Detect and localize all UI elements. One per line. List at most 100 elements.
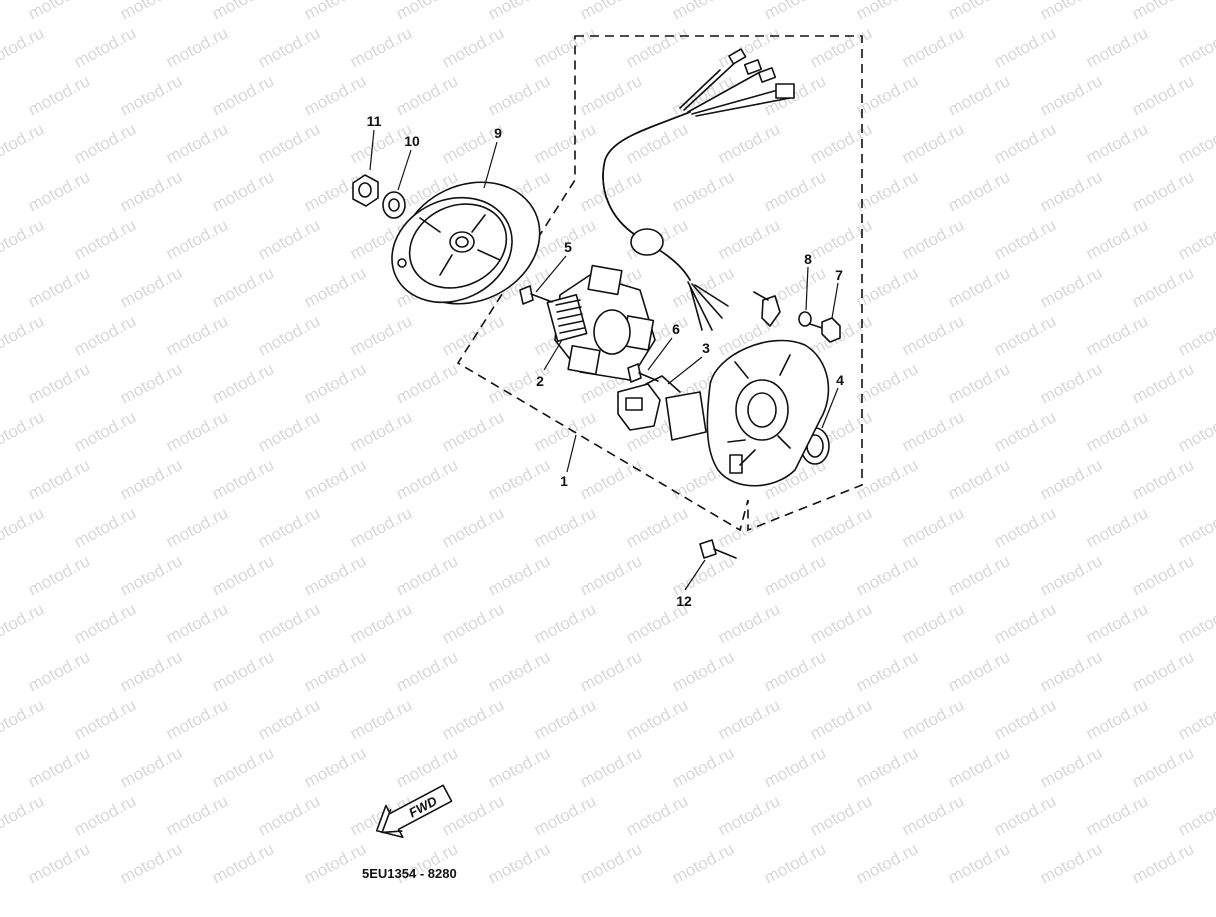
watermark-text: motod.ru [0,167,1,215]
callout-10: 10 [404,133,420,149]
watermark-text: motod.ru [209,839,277,887]
watermark-text: motod.ru [577,839,645,887]
watermark-text: motod.ru [899,791,967,839]
watermark-text: motod.ru [347,311,415,359]
watermark-text: motod.ru [1129,0,1197,24]
watermark-text: motod.ru [117,263,185,311]
watermark-text: motod.ru [1037,647,1105,695]
washer [382,191,406,219]
watermark-text: motod.ru [1129,263,1197,311]
watermark-text: motod.ru [531,791,599,839]
watermark-text: motod.ru [807,503,875,551]
watermark-text: motod.ru [669,839,737,887]
watermark-text: motod.ru [439,503,507,551]
watermark-text: motod.ru [25,839,93,887]
watermark-text: motod.ru [899,23,967,71]
watermark-text: motod.ru [853,455,921,503]
watermark-text: motod.ru [209,71,277,119]
watermark-text: motod.ru [255,23,323,71]
watermark-text: motod.ru [715,791,783,839]
watermark-text: motod.ru [439,23,507,71]
watermark-text: motod.ru [485,839,553,887]
watermark-text: motod.ru [485,551,553,599]
watermark-text: motod.ru [577,647,645,695]
callout-3: 3 [702,340,710,356]
watermark-text: motod.ru [71,791,139,839]
watermark-text: motod.ru [1037,71,1105,119]
watermark-text: motod.ru [761,167,829,215]
watermark-text: motod.ru [1083,215,1151,263]
screw-5 [519,285,553,305]
watermark-text: motod.ru [209,167,277,215]
watermark-text: motod.ru [439,695,507,743]
watermark-text: motod.ru [669,167,737,215]
watermark-text: motod.ru [991,695,1059,743]
watermark-text: motod.ru [669,647,737,695]
callout-7: 7 [835,267,843,283]
watermark-text: motod.ru [991,407,1059,455]
watermark-text: motod.ru [1129,455,1197,503]
watermark-text: motod.ru [0,0,1,24]
watermark-text: motod.ru [301,263,369,311]
watermark-text: motod.ru [25,647,93,695]
watermark-text: motod.ru [531,407,599,455]
watermark-text: motod.ru [1037,167,1105,215]
watermark-text: motod.ru [163,215,231,263]
wire-clamp [753,291,781,327]
watermark-text: motod.ru [209,551,277,599]
watermark-text: motod.ru [991,215,1059,263]
watermark-text: motod.ru [1129,839,1197,887]
watermark-text: motod.ru [669,71,737,119]
flywheel-rotor [391,181,541,305]
watermark-text: motod.ru [899,311,967,359]
watermark-text: motod.ru [945,455,1013,503]
watermark-text: motod.ru [991,599,1059,647]
watermark-text: motod.ru [393,71,461,119]
screw-12 [699,539,737,559]
watermark-text: motod.ru [301,647,369,695]
stator-base-plate [706,339,830,487]
watermark-text: motod.ru [1037,263,1105,311]
watermark-text: motod.ru [25,71,93,119]
watermark-text: motod.ru [623,119,691,167]
watermark-text: motod.ru [71,599,139,647]
watermark-text: motod.ru [393,743,461,791]
watermark-text: motod.ru [25,455,93,503]
watermark-text: motod.ru [1175,791,1216,839]
watermark-text: motod.ru [623,23,691,71]
watermark-text: motod.ru [117,359,185,407]
watermark-text: motod.ru [301,743,369,791]
watermark-text: motod.ru [209,743,277,791]
watermark-text: motod.ru [669,0,737,24]
watermark-text: motod.ru [25,0,93,24]
watermark-text: motod.ru [1175,599,1216,647]
callout-11: 11 [367,113,382,129]
watermark-text: motod.ru [393,455,461,503]
watermark-text: motod.ru [439,407,507,455]
watermark-text: motod.ru [0,599,47,647]
watermark-text: motod.ru [853,359,921,407]
watermark-text: motod.ru [439,311,507,359]
watermark-text: motod.ru [25,263,93,311]
callout-12: 12 [676,593,692,609]
watermark-text: motod.ru [807,311,875,359]
watermark-text: motod.ru [945,167,1013,215]
watermark-text: motod.ru [945,647,1013,695]
watermark-text: motod.ru [715,503,783,551]
watermark-text: motod.ru [899,119,967,167]
watermark-text: motod.ru [117,0,185,24]
watermark-text: motod.ru [1037,0,1105,24]
watermark-text: motod.ru [899,503,967,551]
watermark-text: motod.ru [1037,551,1105,599]
watermark-text: motod.ru [853,743,921,791]
watermark-text: motod.ru [945,0,1013,24]
watermark-text: motod.ru [255,311,323,359]
watermark-text: motod.ru [117,743,185,791]
lead-wire-harness [602,48,795,331]
watermark-text: motod.ru [163,791,231,839]
watermark-text: motod.ru [853,839,921,887]
watermark-text: motod.ru [255,599,323,647]
watermark-text: motod.ru [393,551,461,599]
callout-2: 2 [536,373,544,389]
